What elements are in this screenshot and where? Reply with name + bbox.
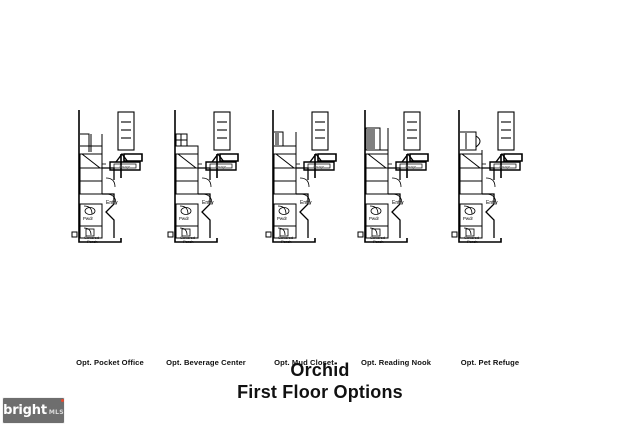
floor-plan-drawing-3: Entry Pwdr Covered Porch Garage: [265, 110, 337, 244]
room-label-powder: Pwdr: [277, 216, 288, 221]
room-label-garage: Garage: [405, 165, 416, 169]
room-label-porch: Covered: [370, 235, 385, 240]
page-title: Orchid: [290, 360, 350, 380]
room-label-porch-2: Porch: [467, 239, 477, 244]
room-label-garage: Garage: [499, 165, 510, 169]
room-label-porch-2: Porch: [373, 239, 383, 244]
plan-caption-3: Opt. Mud Closet: [274, 358, 334, 367]
page-subtitle: First Floor Options: [237, 382, 403, 402]
sheet-title-block: Orchid First Floor Options: [0, 360, 640, 403]
floor-plan-option-5: Entry Pwdr Covered Porch Garage Opt. Pet…: [442, 108, 538, 367]
plan-caption-2: Opt. Beverage Center: [166, 358, 246, 367]
room-label-entry: Entry: [486, 200, 498, 206]
room-label-powder: Pwdr: [179, 216, 190, 221]
floor-plan-option-3: Entry Pwdr Covered Porch Garage Opt. Mud…: [256, 108, 352, 367]
watermark-suffix: MLS: [48, 409, 64, 416]
floor-plan-option-1: Entry Pwdr Covered Porch Garage Opt. Poc…: [62, 108, 158, 367]
room-label-porch-2: Porch: [281, 239, 291, 244]
room-label-powder: Pwdr: [369, 216, 380, 221]
room-label-porch: Covered: [180, 235, 195, 240]
floor-plan-drawing-4: Entry Pwdr Covered Porch Garage: [357, 110, 429, 244]
room-label-entry: Entry: [392, 200, 404, 206]
room-label-porch-2: Porch: [87, 239, 97, 244]
room-label-garage: Garage: [119, 165, 130, 169]
room-label-porch-2: Porch: [183, 239, 193, 244]
room-label-porch: Covered: [278, 235, 293, 240]
watermark-dot-icon: [60, 399, 64, 402]
floor-plan-option-2: Entry Pwdr Covered Porch Garage Opt. Bev…: [158, 108, 254, 367]
bright-mls-watermark: bright MLS: [3, 398, 64, 423]
floor-plan-drawing-1: Entry Pwdr Covered Porch Garage: [71, 110, 143, 244]
room-label-porch: Covered: [84, 235, 99, 240]
watermark-logo: bright MLS: [3, 399, 64, 418]
room-label-porch: Covered: [464, 235, 479, 240]
watermark-brand: bright: [3, 403, 47, 418]
room-label-entry: Entry: [300, 200, 312, 206]
room-label-powder: Pwdr: [83, 216, 94, 221]
floor-plan-drawing-2: Entry Pwdr Covered Porch Garage: [167, 110, 239, 244]
room-label-powder: Pwdr: [463, 216, 474, 221]
floor-plan-option-4: Entry Pwdr Covered Porch Garage Opt. Rea…: [348, 108, 444, 367]
room-label-entry: Entry: [202, 200, 214, 206]
room-label-entry: Entry: [106, 200, 118, 206]
plan-caption-4: Opt. Reading Nook: [360, 358, 432, 367]
room-label-garage: Garage: [215, 165, 226, 169]
room-label-garage: Garage: [313, 165, 324, 169]
floor-plan-drawing-5: Entry Pwdr Covered Porch Garage: [451, 110, 523, 244]
plan-caption-1: Opt. Pocket Office: [76, 358, 144, 367]
plan-caption-5: Opt. Pet Refuge: [460, 358, 520, 367]
